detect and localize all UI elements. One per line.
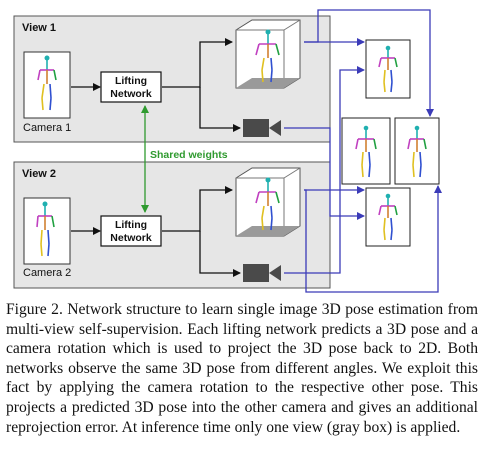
arrow-network2-to-3d-pose — [162, 186, 233, 232]
projection-frame-bottom — [365, 187, 411, 247]
view1-label: View 1 — [22, 22, 56, 34]
camera2-image — [23, 197, 71, 265]
arrow-bottom-to-middle — [304, 185, 442, 293]
shared-weights-label: Shared weights — [150, 149, 228, 161]
figure-caption: Figure 2. Network structure to learn sin… — [6, 301, 478, 436]
arrow-top-to-middle — [304, 9, 434, 117]
view2-label: View 2 — [22, 168, 56, 180]
network-structure-diagram: View 1 View 2 Camera 1 — [13, 9, 442, 293]
arrow-network2-to-camera — [199, 231, 241, 277]
lifting-network-2-line1: Lifting — [115, 219, 147, 231]
lifting-network-2-box — [100, 215, 162, 247]
lifting-network-1-line2: Network — [110, 88, 152, 100]
arrow-network1-to-camera — [199, 87, 241, 132]
camera1-label: Camera 1 — [23, 122, 71, 134]
arrow-network1-to-3d-pose — [162, 38, 233, 88]
camera1-image — [23, 51, 71, 119]
arrow-camera2-cross — [284, 66, 365, 274]
lifting-network-1-line1: Lifting — [115, 75, 147, 87]
camera-icon-2 — [243, 264, 281, 282]
camera-icon-1 — [243, 119, 281, 137]
camera2-label: Camera 2 — [23, 267, 71, 279]
arrow-camera1-cross — [310, 127, 365, 220]
lifting-network-1-box — [100, 71, 162, 103]
lifting-network-2-line2: Network — [110, 232, 152, 244]
projection-frame-middle-left — [341, 117, 391, 185]
3d-pose-cube-2 — [235, 167, 301, 237]
projection-frame-top — [365, 39, 411, 99]
projection-frame-middle-right — [394, 117, 440, 185]
3d-pose-cube-1 — [235, 19, 301, 89]
